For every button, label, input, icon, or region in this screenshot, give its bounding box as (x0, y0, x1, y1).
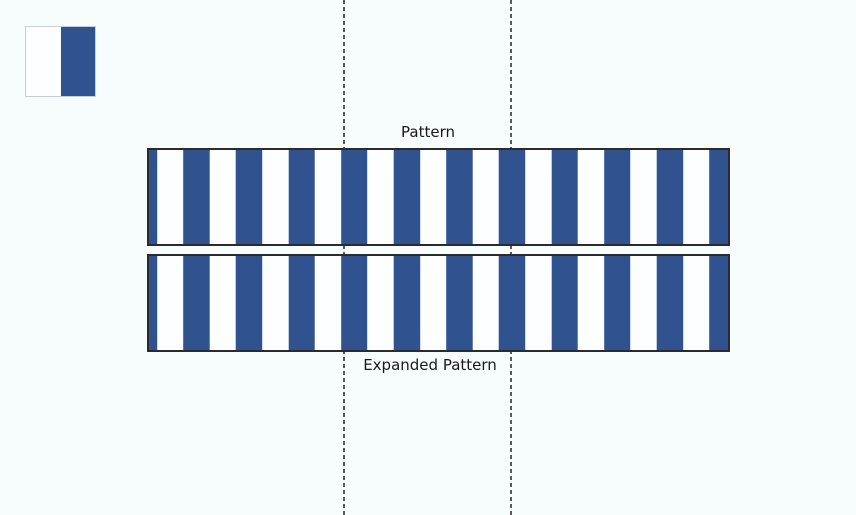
pattern-label: Pattern (401, 123, 455, 141)
pattern-unit-swatch (25, 26, 96, 97)
expanded-pattern-bar (147, 254, 730, 352)
swatch-white-half (26, 27, 61, 96)
pattern-bar (147, 148, 730, 246)
swatch-blue-half (60, 27, 95, 96)
expanded-pattern-label: Expanded Pattern (363, 356, 497, 374)
